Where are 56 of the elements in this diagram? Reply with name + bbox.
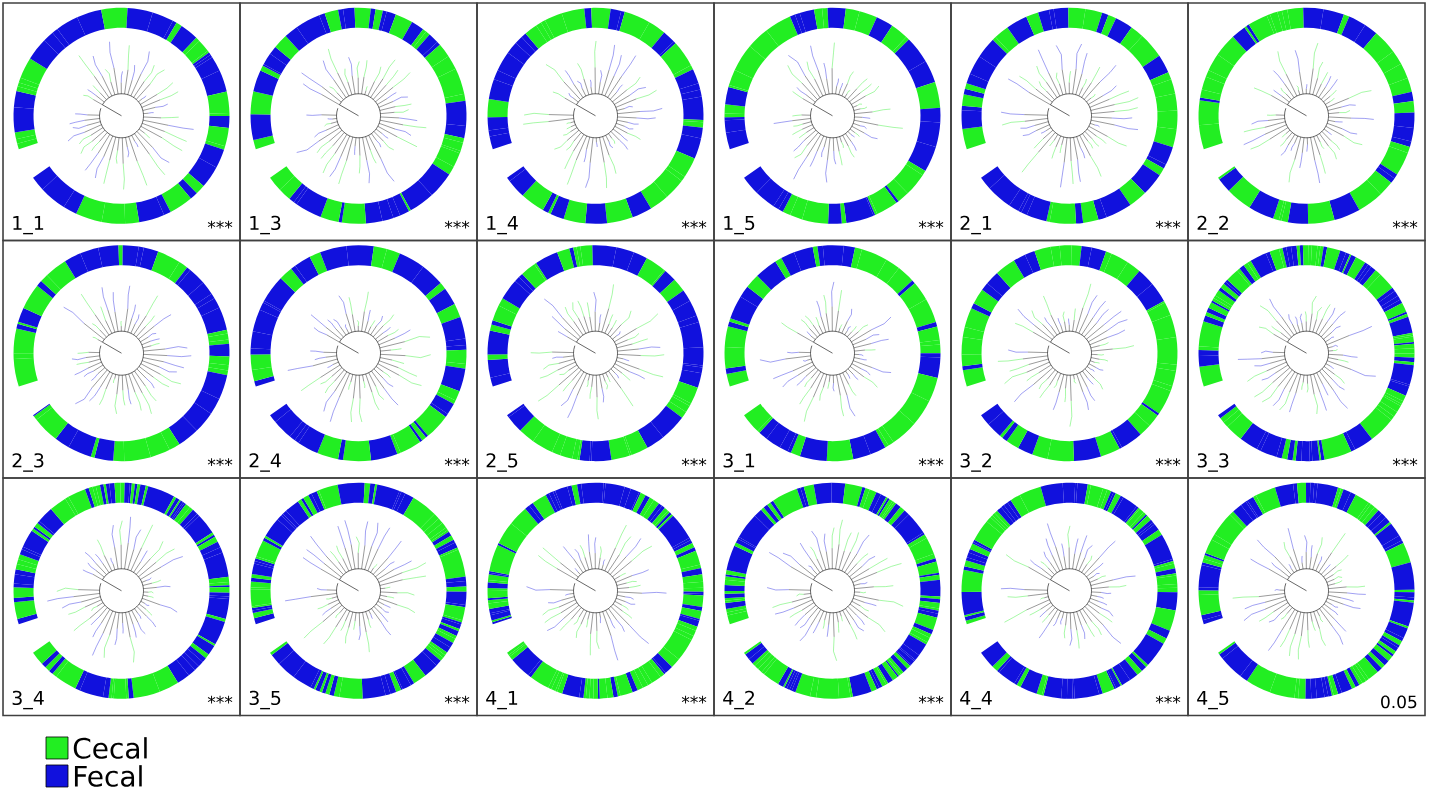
panel-label: 3_5 <box>249 690 281 710</box>
panel-note: *** <box>1155 220 1181 229</box>
panel-label: 2_4 <box>249 453 281 472</box>
panel <box>713 2 952 242</box>
panel-note: *** <box>918 220 944 229</box>
panel <box>476 2 715 242</box>
panel <box>1187 477 1426 717</box>
panel-note: *** <box>1392 458 1418 466</box>
panel <box>2 239 241 479</box>
panel-note: *** <box>444 220 470 229</box>
panel-label: 2_2 <box>1197 215 1228 235</box>
panel <box>950 477 1189 717</box>
panel-note: *** <box>918 458 944 466</box>
panel-note: *** <box>681 220 707 229</box>
panel-label: 1_3 <box>250 215 281 235</box>
panel-note: *** <box>1155 695 1181 704</box>
panel-label: 4_2 <box>723 690 754 710</box>
panel-label: 1_4 <box>487 215 518 235</box>
panel-label: 1_1 <box>13 215 44 235</box>
panel-label: 3_3 <box>1197 453 1229 472</box>
panel <box>1187 2 1426 242</box>
panel-note: *** <box>444 458 470 466</box>
panel <box>1187 239 1426 479</box>
panel-note: 0.05 <box>1381 695 1417 709</box>
panel-note: *** <box>918 695 944 704</box>
panel <box>239 477 478 717</box>
panel-label: 4_4 <box>960 690 992 710</box>
legend-label: Fecal <box>74 765 142 787</box>
panel-note: *** <box>207 695 233 704</box>
panel <box>950 2 1189 242</box>
panel-label: 3_4 <box>12 690 44 710</box>
panel-label: 3_2 <box>960 453 991 472</box>
panel-label: 3_1 <box>723 453 755 472</box>
panel-note: *** <box>444 695 470 704</box>
panel <box>950 239 1189 479</box>
panel <box>2 2 241 242</box>
panel-note: *** <box>1392 220 1418 229</box>
panel <box>476 239 715 479</box>
panel-note: *** <box>207 220 233 229</box>
panel <box>476 477 715 717</box>
panel-label: 2_5 <box>486 453 518 472</box>
panel-note: *** <box>1155 458 1181 466</box>
panel-label: 4_5 <box>1197 690 1229 710</box>
panel <box>239 2 478 242</box>
panel <box>2 477 241 717</box>
panel-note: *** <box>207 458 233 466</box>
panel <box>239 239 478 479</box>
panel-note: *** <box>681 458 707 466</box>
panel-label: 2_1 <box>960 215 992 235</box>
panel-note: *** <box>681 695 707 704</box>
panel-label: 2_3 <box>12 453 44 472</box>
panel-label: 1_5 <box>724 215 755 235</box>
panel-label: 4_1 <box>486 690 518 710</box>
legend-label: Cecal <box>73 737 147 759</box>
panel <box>713 477 952 717</box>
panel <box>713 239 952 479</box>
